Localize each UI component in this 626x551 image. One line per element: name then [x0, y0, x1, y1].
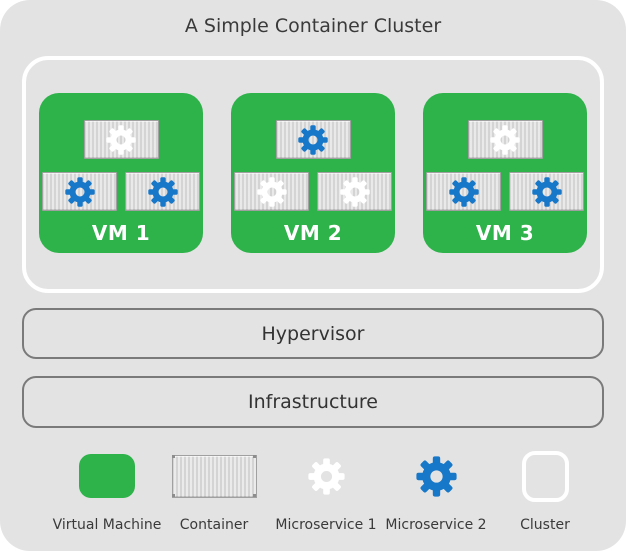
container-icon	[275, 120, 351, 159]
container-icon	[509, 172, 584, 211]
container-icon	[83, 120, 159, 159]
microservice-gear-icon	[106, 125, 136, 155]
microservice-gear-icon	[148, 177, 178, 207]
vm-box-2: VM 2	[231, 93, 395, 253]
hypervisor-layer: Hypervisor	[22, 308, 604, 359]
microservice-gear-icon	[65, 177, 95, 207]
vm-box-3: VM 3	[423, 93, 587, 253]
vm-label: VM 3	[475, 221, 535, 245]
legend-item-microservice-2: Microservice 2	[366, 449, 506, 533]
infrastructure-label: Infrastructure	[247, 391, 378, 413]
container-icon	[317, 172, 392, 211]
legend-label: Microservice 2	[385, 517, 487, 533]
legend-label: Container	[179, 517, 249, 533]
diagram-title: A Simple Container Cluster	[184, 15, 442, 37]
vm-label: VM 1	[91, 221, 151, 245]
microservice-gear-icon	[257, 177, 287, 207]
microservice-gear-icon	[340, 177, 370, 207]
microservice-gear-icon	[532, 177, 562, 207]
container-icon	[467, 120, 543, 159]
legend-item-microservice-1: Microservice 1	[256, 449, 396, 533]
microservice-gear-icon	[298, 125, 328, 155]
infrastructure-layer: Infrastructure	[22, 376, 604, 428]
vm-box-1: VM 1	[39, 93, 203, 253]
vm-label: VM 2	[283, 221, 343, 245]
cluster-outline-box: VM 1 VM 2	[22, 56, 604, 293]
container-icon	[426, 172, 501, 211]
legend-item-container: Container	[144, 449, 284, 533]
container-icon	[125, 172, 200, 211]
microservice-gear-icon	[449, 177, 479, 207]
hypervisor-label: Hypervisor	[261, 322, 365, 345]
cluster-swatch-icon	[521, 450, 569, 502]
container-icon	[42, 172, 117, 211]
virtual-machine-swatch-icon	[79, 454, 135, 498]
container-icon	[171, 454, 257, 498]
microservice-1-gear-icon	[308, 458, 345, 495]
legend-label: Virtual Machine	[52, 517, 162, 533]
legend-label: Microservice 1	[275, 517, 377, 533]
microservice-gear-icon	[490, 125, 520, 155]
container-icon	[234, 172, 309, 211]
legend-label: Cluster	[520, 517, 570, 533]
legend-item-virtual-machine: Virtual Machine	[37, 449, 177, 533]
microservice-2-gear-icon	[416, 456, 457, 497]
legend-item-cluster: Cluster	[475, 449, 615, 533]
